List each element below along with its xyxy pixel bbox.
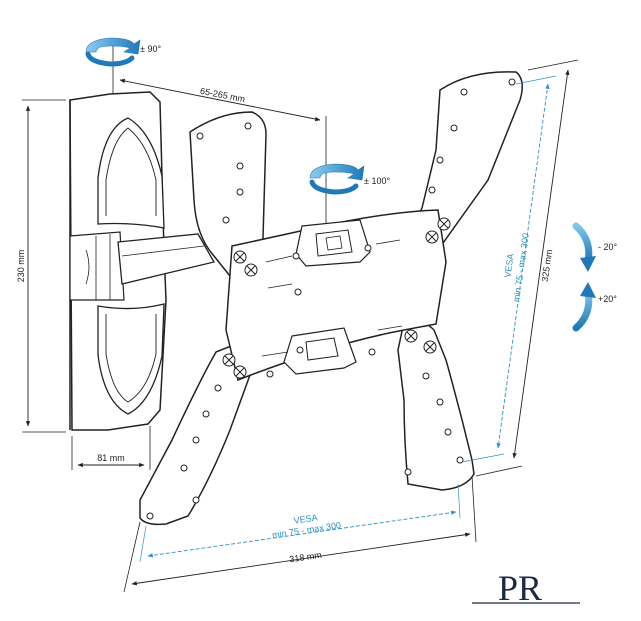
vesa-horizontal-title: VESA: [293, 512, 318, 525]
swivel-arrow-center-icon: [309, 163, 365, 195]
tilt-down-label: - 20°: [598, 242, 618, 252]
screw: [404, 329, 418, 343]
swivel-center-label: ± 100°: [364, 176, 390, 186]
wall-plate-depth-label: 81 mm: [97, 453, 125, 463]
bracket-height-label: 325 mm: [540, 249, 554, 283]
tilt-up-label: +20°: [598, 294, 617, 304]
tv-bracket: [139, 71, 523, 526]
wall-plate-height-label: 230 mm: [16, 250, 26, 283]
vesa-vertical-title: VESA: [502, 253, 515, 278]
screw: [425, 230, 439, 244]
swivel-top-label: ± 90°: [140, 44, 161, 54]
screw: [423, 340, 437, 354]
bracket-width-label: 318 mm: [289, 550, 323, 565]
tilt-down-arrow-icon: [572, 222, 596, 272]
swing-arm: [117, 233, 215, 285]
screw: [244, 263, 258, 277]
tilt-up-arrow-icon: [572, 282, 596, 332]
screw: [233, 365, 247, 379]
screw: [437, 217, 451, 231]
screw: [222, 353, 236, 367]
dimension-lines: [22, 40, 579, 593]
arm-reach-label: 65-265 mm: [199, 86, 246, 105]
vesa-vertical-range: min 75 - max 300: [511, 232, 531, 302]
wall-plate: [69, 91, 167, 431]
labels: ± 90° ± 100° - 20° +20° 65-265 mm 230 mm…: [16, 44, 618, 564]
screw: [233, 250, 247, 264]
logo-text: PR: [498, 568, 542, 608]
swivel-arrow-top-icon: [85, 37, 141, 67]
brand-logo: PR: [472, 568, 580, 608]
